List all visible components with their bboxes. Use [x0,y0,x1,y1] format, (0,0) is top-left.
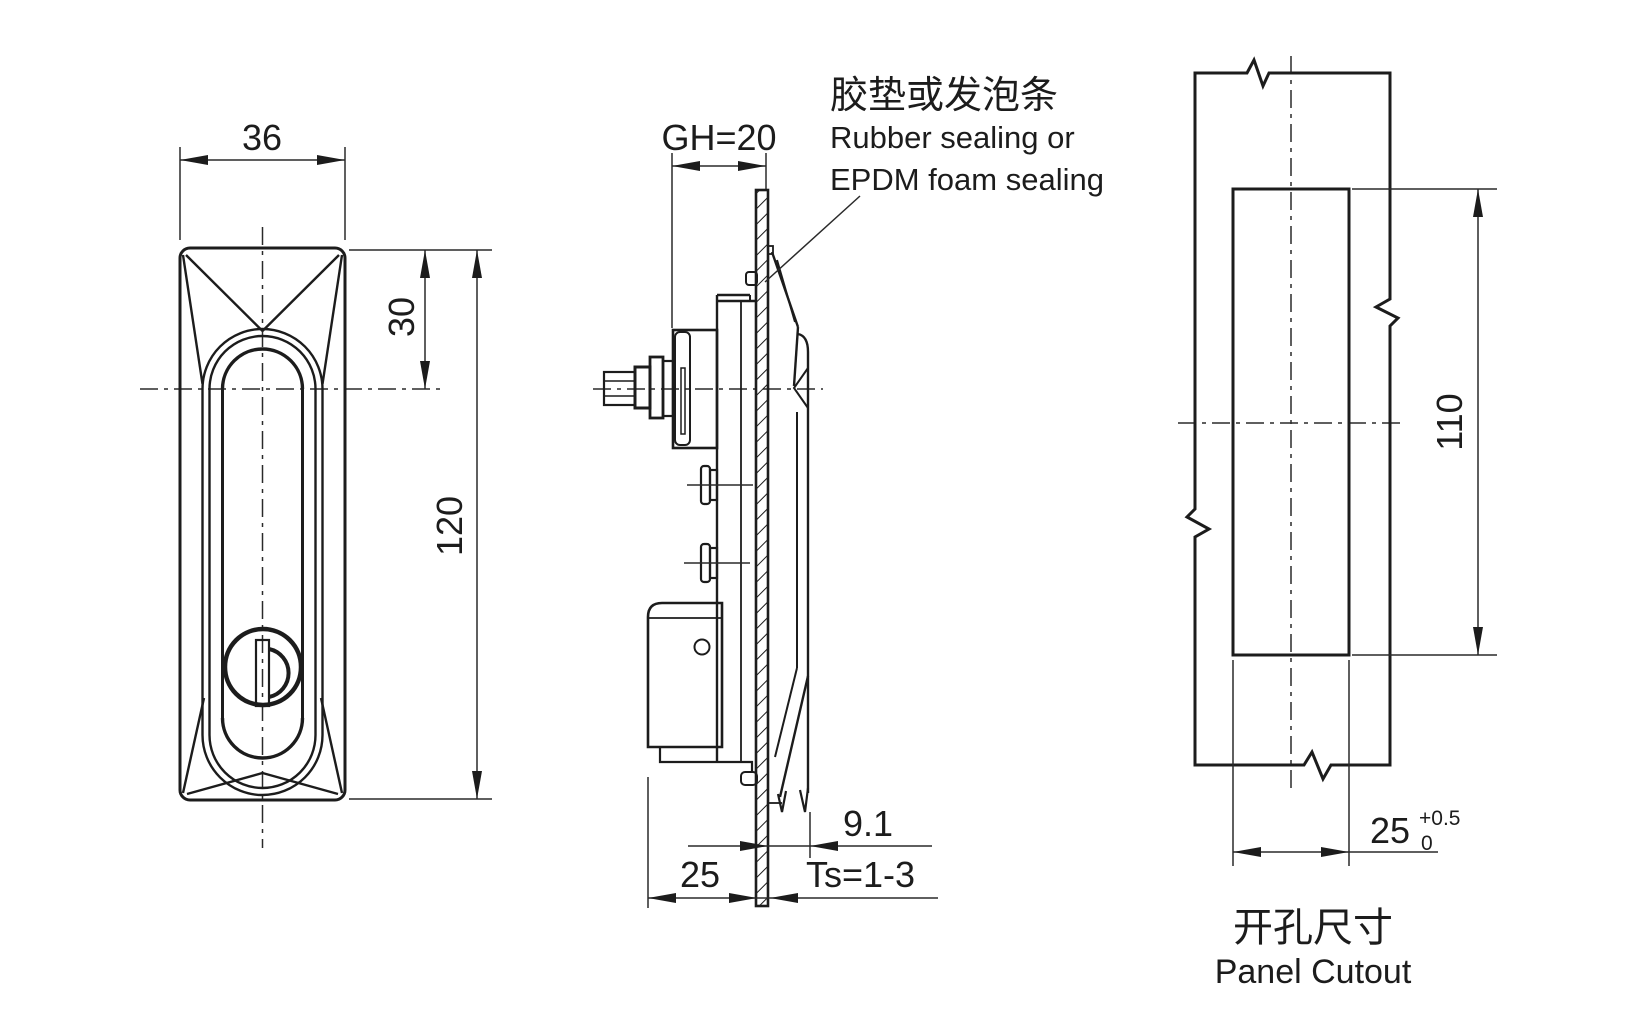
sealing-annotation: 胶垫或发泡条 Rubber sealing or EPDM foam seali… [764,75,1104,283]
housing-lower-step [658,747,754,772]
arrow-up-icon [1473,189,1483,217]
arrow-down-icon [420,361,430,389]
bottom-facet-right [262,771,339,796]
bottom-facet-left [186,771,263,796]
front-bezel [767,245,810,813]
dim-grip-label: GH=20 [661,117,776,158]
dim-110: 110 [1352,188,1497,656]
spindle-washer [648,355,665,420]
tolerance-upper-label: +0.5 [1419,807,1460,830]
lock-body [671,328,719,450]
arrow-left-icon [770,893,798,903]
arrow-right-icon [740,841,768,851]
arrow-down-icon [1473,627,1483,655]
top-facet-right [261,254,340,332]
dim-width-label: 36 [242,117,282,158]
arrow-left-icon [672,161,700,171]
bezel-latch-notch [792,367,809,409]
dim-cutout-height-label: 110 [1429,393,1470,450]
opening-bottom-arc [220,717,305,760]
annotation-cn: 胶垫或发泡条 [830,75,1058,117]
mounting-screw-lower [684,542,750,584]
annotation-en-line2: EPDM foam sealing [830,162,1104,197]
spindle-nut [633,365,652,410]
dim-height-label: 120 [429,496,470,556]
dim-offset-label: 30 [381,297,422,337]
key-slot-bar [254,638,271,708]
side-view: GH=20 胶垫或发泡条 Rubber sealing or EPDM foam… [593,75,1104,908]
dim-protrusion-label: 9.1 [843,803,893,844]
arrow-right-icon [738,161,766,171]
door-panel-section [754,188,770,908]
bezel-top-lip [767,245,774,255]
dim-30: 30 [349,249,492,389]
dim-9-1: 9.1 [688,803,932,858]
recess-rim-outer-arch [201,327,324,390]
spindle-assembly [602,355,675,420]
front-view: 36 30 120 [140,117,492,848]
arrow-left-icon [1233,847,1261,857]
top-side-facet-left [181,254,204,385]
arrow-right-icon [1321,847,1349,857]
dim-cutout-width-label: 25 [1370,810,1410,851]
mounting-screw-upper [687,464,753,506]
cutout-caption-cn: 开孔尺寸 [1233,906,1393,950]
body-collar-plate [674,331,691,446]
arrow-left-icon [180,155,208,165]
dim-gh20: GH=20 [661,117,777,328]
dim-thickness-label: Ts=1-3 [806,854,915,895]
arrow-down-icon [472,771,482,799]
dim-depth-label: 25 [680,854,720,895]
cutout-rectangle [1231,187,1351,657]
bezel-bottom-spike-left [776,790,788,813]
latch-housing [646,601,754,772]
dim-120: 120 [349,250,492,800]
panel-outline-with-breaks [1184,56,1401,783]
arrow-right-icon [317,155,345,165]
bottom-side-facet-left [181,697,206,794]
arrow-right-icon [729,893,757,903]
arrow-left-icon [648,893,676,903]
recess-rim-inner-arch [208,334,317,390]
bottom-side-facet-right [319,697,344,794]
arrow-up-icon [472,250,482,278]
tolerance-lower-label: 0 [1421,832,1433,855]
top-facet-left [185,254,264,332]
top-side-facet-right [321,254,344,385]
rim-bottom-inner-arc [208,734,317,790]
panel-cutout-view: 110 25 +0.5 0 开孔尺寸 Panel Cutout [1178,56,1497,991]
cam-pivot-hole [693,638,711,656]
arrow-up-icon [420,250,430,278]
leader-line [764,195,861,283]
bezel-bottom-spike-right [798,787,810,813]
rim-bottom-outer-arc [201,734,324,797]
cutout-caption-en: Panel Cutout [1215,953,1412,991]
dim-25-tol: 25 +0.5 0 [1232,660,1460,866]
escutcheon-outline [178,246,347,802]
dim-36: 36 [179,117,346,240]
annotation-en-line1: Rubber sealing or [830,120,1075,155]
arrow-left-icon [810,841,838,851]
body-inner-slot [680,367,686,435]
dim-25-ts: 25 Ts=1-3 [647,777,938,908]
handle-opening-arch [220,347,305,390]
tub-bottom-clip [740,771,758,786]
key-slot-d-arc [268,647,291,699]
